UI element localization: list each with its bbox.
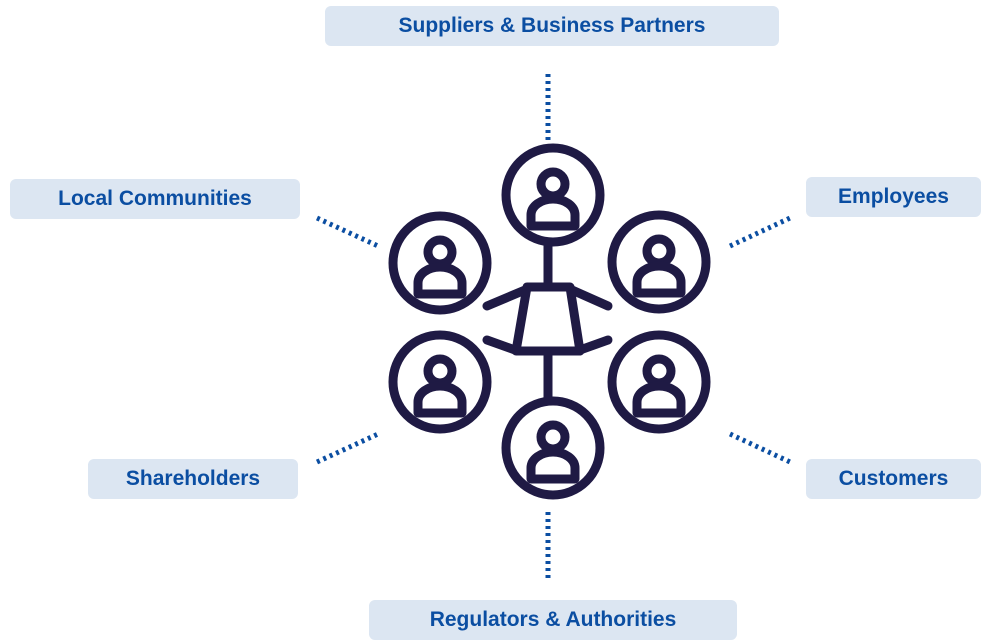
person-circle-icon-upper-left [388,211,492,315]
person-circle-icon-lower-left [388,330,492,434]
label-employees: Employees [806,177,981,217]
label-shareholders: Shareholders [88,459,298,499]
person-circle-icon-lower-right [607,330,711,434]
connector-upper-left [315,215,380,249]
label-regulators-authorities: Regulators & Authorities [369,600,737,640]
person-circle-icon-bottom [501,396,605,500]
connector-lower-right [728,431,792,465]
label-customers: Customers [806,459,981,499]
network-hub-icon [482,238,613,403]
connector-lower-left [315,431,380,465]
person-circle-icon-upper-right [607,210,711,314]
label-local-communities: Local Communities [10,179,300,219]
connector-upper-right [728,215,792,249]
person-circle-icon-top [501,143,605,247]
label-suppliers-business-partners: Suppliers & Business Partners [325,6,779,46]
